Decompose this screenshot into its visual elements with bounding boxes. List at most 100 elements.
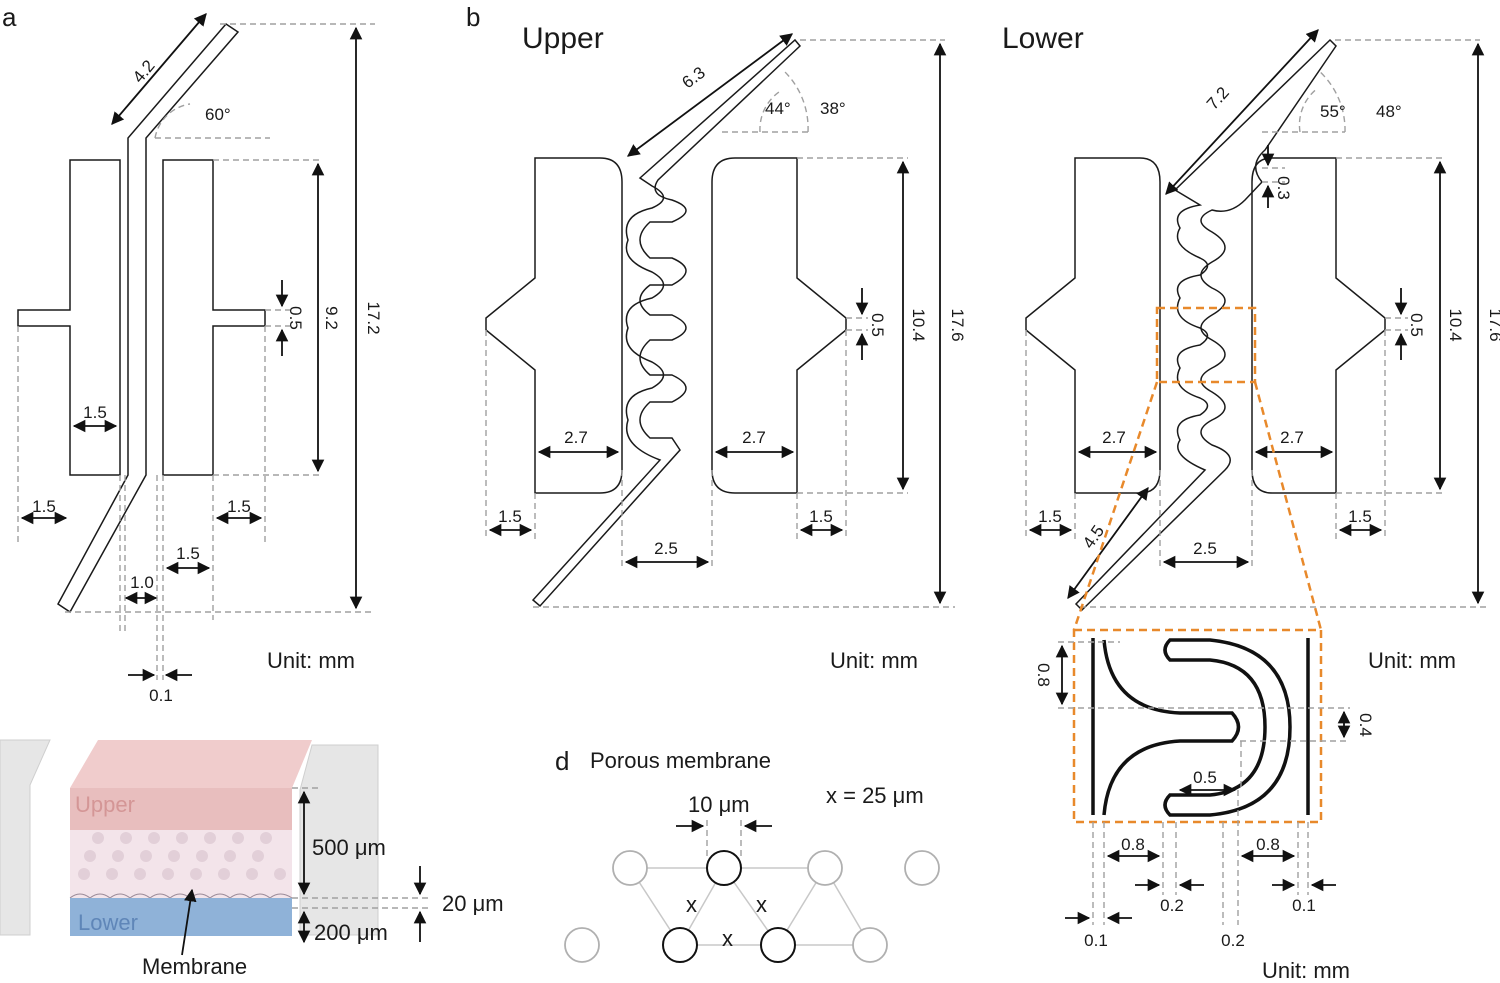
c-upper-label: Upper (75, 792, 135, 817)
lower-side-left: 1.5 (1038, 507, 1062, 526)
pore (612, 850, 648, 886)
panel-b-label: b (466, 2, 480, 32)
lower-dimensions (1028, 29, 1485, 605)
a-left-chamber (17, 159, 121, 476)
lower-side-right: 1.5 (1348, 507, 1372, 526)
panel-d-label: d (555, 746, 569, 776)
zoom-guides (1058, 641, 1350, 925)
a-total-height: 17.2 (364, 301, 383, 334)
c-membrane-label: Membrane (142, 954, 247, 979)
lower-angle-1: 55° (1320, 102, 1346, 121)
zoom-dimensions (1055, 644, 1351, 925)
upper-port-width: 0.5 (868, 313, 887, 337)
a-inlet-length: 4.2 (129, 56, 159, 86)
upper-inlet-length: 6.3 (679, 63, 709, 92)
zoom-left-wall (1102, 639, 1241, 816)
a-channel-width: 1.0 (130, 573, 154, 592)
upper-chamber-height: 10.4 (909, 308, 928, 341)
lower-port-width: 0.5 (1407, 313, 1426, 337)
panel-a-label: a (2, 2, 17, 32)
pore (807, 850, 843, 886)
a-chamber-width: 1.5 (83, 403, 107, 422)
lower-chamber-width-right: 2.7 (1280, 428, 1304, 447)
c-lower-height: 200 μm (314, 920, 388, 945)
upper-dimensions (488, 33, 947, 605)
upper-serpentine (531, 38, 802, 608)
c-dimensions (181, 787, 430, 956)
c-lower-block (70, 898, 292, 936)
a-side-left: 1.5 (32, 497, 56, 516)
upper-total-height: 17.6 (948, 308, 967, 341)
lower-right-chamber (1251, 157, 1386, 494)
upper-chamber-width-left: 2.7 (564, 428, 588, 447)
upper-left-chamber (485, 157, 623, 494)
lower-unit: Unit: mm (1368, 648, 1456, 673)
pore (706, 850, 742, 886)
lower-gap: 2.5 (1193, 539, 1217, 558)
zoom-mid-width: 0.5 (1193, 768, 1217, 787)
zoom-channel (1163, 638, 1292, 817)
d-pore-size: 10 μm (688, 792, 750, 817)
upper-title: Upper (522, 22, 604, 55)
pore (904, 850, 940, 886)
zoom-spacing-3: 0.1 (1084, 931, 1108, 950)
upper-angle-2: 38° (820, 99, 846, 118)
panel-b-lower: Lower (1002, 22, 1500, 673)
a-chamber-height: 9.2 (322, 306, 341, 330)
c-left-wall (0, 739, 51, 936)
pore (564, 927, 600, 963)
upper-angle-1: 44° (765, 99, 791, 118)
c-membrane-height: 20 μm (442, 891, 504, 916)
zoom-source-box (1155, 306, 1257, 384)
lower-inlet-length: 7.2 (1203, 83, 1233, 113)
a-guides (17, 23, 375, 680)
d-x-left: x (686, 892, 697, 917)
zoom-left-width: 0.8 (1121, 835, 1145, 854)
lower-angle-2: 48° (1376, 102, 1402, 121)
d-x-right: x (756, 892, 767, 917)
upper-chamber-width-right: 2.7 (742, 428, 766, 447)
d-spacing: x = 25 μm (826, 783, 924, 808)
upper-side-left: 1.5 (498, 507, 522, 526)
c-membrane-edge (69, 893, 293, 899)
lower-title: Lower (1002, 22, 1084, 55)
a-port-width: 0.5 (286, 306, 305, 330)
zoom-unit: Unit: mm (1262, 958, 1350, 983)
zoom-spacing-1: 0.2 (1160, 896, 1184, 915)
zoom-detail: 0.8 0.4 0.5 0.8 0.8 0.2 0.1 0.1 0.2 Unit… (1034, 628, 1375, 983)
zoom-box (1072, 628, 1323, 824)
a-unit: Unit: mm (267, 648, 355, 673)
pore (852, 927, 888, 963)
zoom-right-width: 0.8 (1256, 835, 1280, 854)
zoom-spacing-4: 0.2 (1221, 931, 1245, 950)
lower-offset: 0.3 (1274, 176, 1293, 200)
panel-b-upper: b Upper (466, 2, 967, 673)
c-upper-top (70, 740, 312, 788)
upper-gap: 2.5 (654, 539, 678, 558)
lower-serpentine (1074, 38, 1337, 612)
a-right-chamber (162, 159, 266, 476)
a-gap: 1.5 (176, 544, 200, 563)
a-dimensions (20, 13, 363, 682)
zoom-connector-right (1253, 381, 1323, 631)
upper-side-right: 1.5 (809, 507, 833, 526)
zoom-height-2: 0.4 (1356, 713, 1375, 737)
lower-left-chamber (1025, 157, 1161, 494)
pore (662, 927, 698, 963)
lower-total-height: 17.6 (1486, 308, 1500, 341)
d-pore-width-dim (676, 819, 772, 860)
pore (760, 927, 796, 963)
panel-d: d Porous membrane x = 25 μm 10 μm (555, 746, 940, 963)
d-x-bottom: x (722, 926, 733, 951)
zoom-connector-left (1072, 381, 1159, 631)
a-angle: 60° (205, 105, 231, 124)
upper-unit: Unit: mm (830, 648, 918, 673)
zoom-spacing-2: 0.1 (1292, 896, 1316, 915)
c-pore-grid (78, 832, 286, 880)
a-membrane-width: 0.1 (149, 686, 173, 705)
d-pores (564, 850, 940, 963)
lower-chamber-height: 10.4 (1446, 308, 1465, 341)
d-title: Porous membrane (590, 748, 771, 773)
zoom-height-1: 0.8 (1034, 663, 1053, 687)
